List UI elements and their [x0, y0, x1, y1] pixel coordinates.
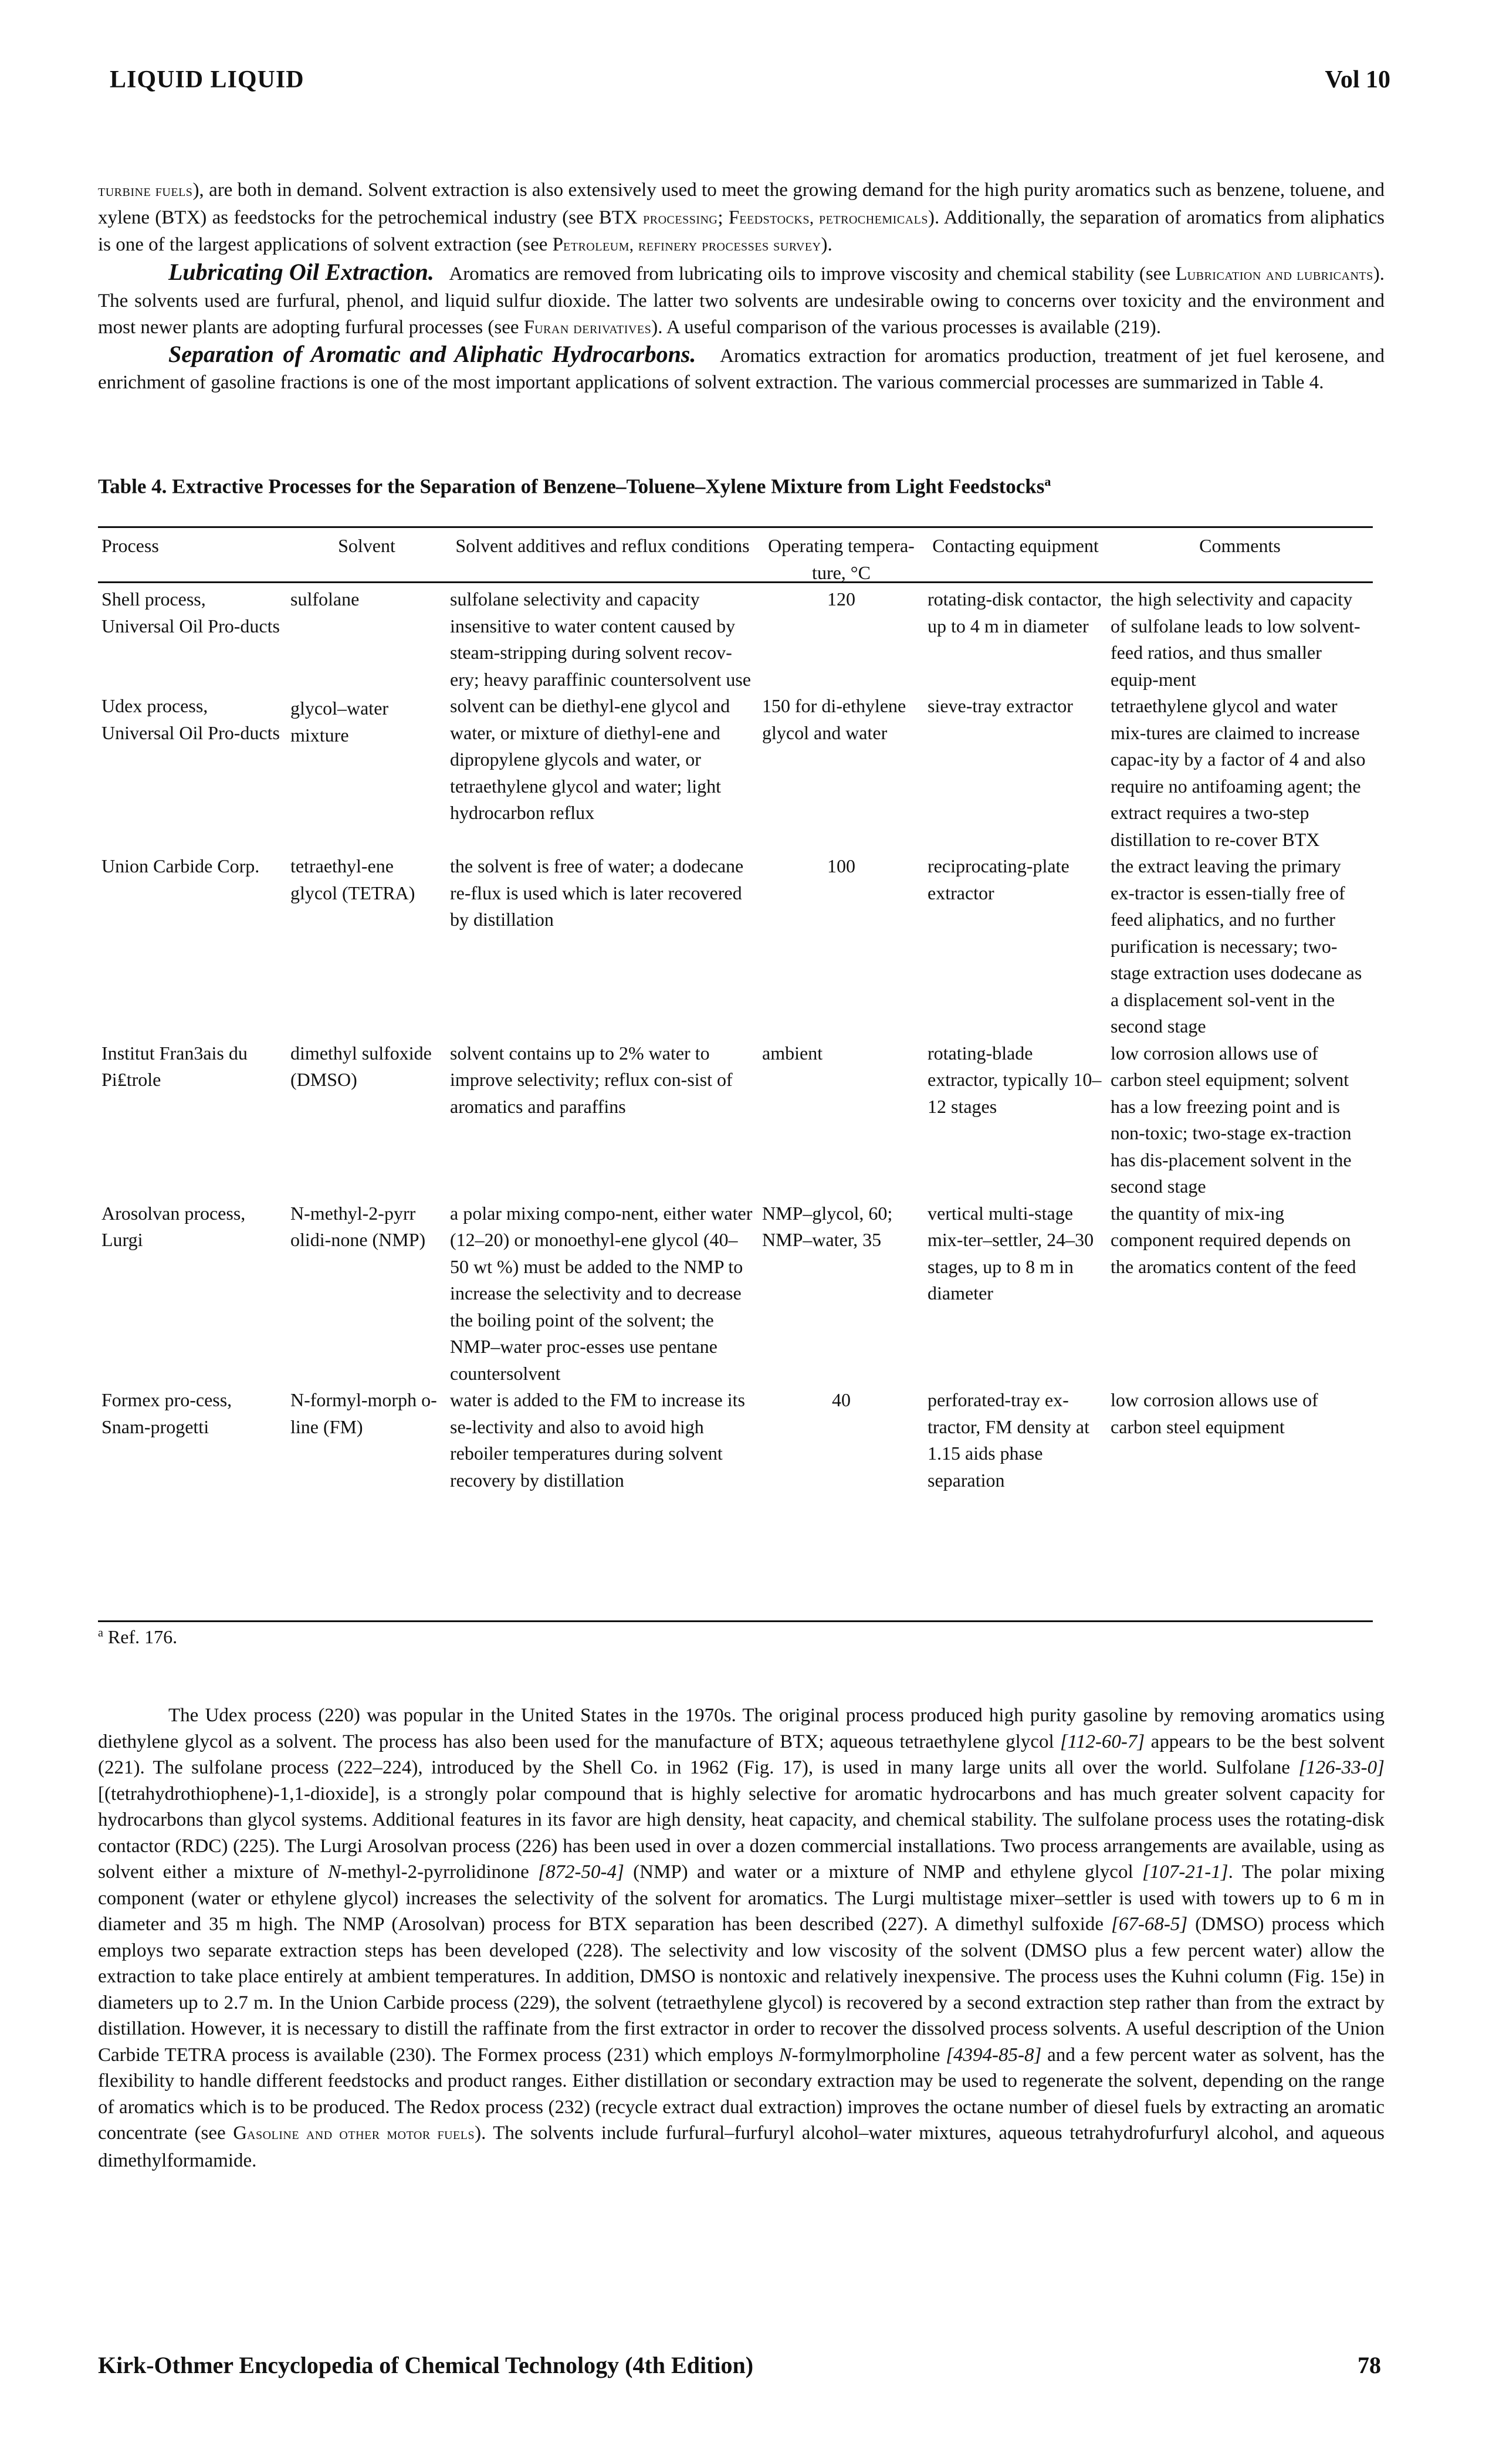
cas-registry-number: [126-33-0] [1298, 1757, 1385, 1778]
cell-temperature: 120 [827, 588, 855, 610]
table-row: Udex process, Universal Oil Pro-ducts gl… [98, 693, 1373, 853]
footnote-mark: a [98, 1626, 103, 1640]
column-header-solvent: Solvent [338, 535, 395, 556]
cell-comments: the quantity of mix-ing component requir… [1111, 1202, 1356, 1277]
paragraph-udex-process: The Udex process (220) was popular in th… [98, 1705, 1385, 2171]
column-header-comments: Comments [1199, 535, 1281, 556]
paragraph-lubricating-oil: Lubricating Oil Extraction. Aromatics ar… [98, 258, 1385, 338]
cross-reference[interactable]: eedstocks, petrochemicals [739, 209, 928, 228]
cas-registry-number: [107-21-1] [1142, 1861, 1228, 1883]
table-row: Arosolvan process, Lurgi N-methyl-2-pyrr… [98, 1200, 1373, 1387]
cell-process: Udex process, Universal Oil Pro-ducts [101, 695, 280, 743]
cell-process: Union Carbide Corp. [101, 855, 260, 876]
cell-additives: a polar mixing compo-nent, either water … [450, 1202, 753, 1384]
cell-solvent: glycol–water mixture [290, 698, 389, 746]
caption-footnote-mark: a [1044, 474, 1051, 489]
cell-additives: water is added to the FM to increase its… [450, 1389, 745, 1491]
column-header-equipment: Contacting equipment [932, 535, 1099, 556]
table-row: Formex pro-cess, Snam-progetti N-formyl-… [98, 1387, 1373, 1494]
cell-additives: solvent can be diethyl-ene glycol and wa… [450, 695, 730, 823]
table-row: Institut Fran3ais du Pi₤trole dimethyl s… [98, 1040, 1373, 1200]
cell-additives: the solvent is free of water; a dodecane… [450, 855, 744, 930]
running-header-volume: Vol 10 [1325, 66, 1390, 93]
cell-equipment: vertical multi-stage mix-ter–settler, 24… [928, 1202, 1094, 1304]
cell-comments: low corrosion allows use of carbon steel… [1111, 1042, 1352, 1197]
cell-temperature: NMP–glycol, 60; NMP–water, 35 [762, 1202, 893, 1251]
table-row: Shell process, Universal Oil Pro-ducts s… [98, 586, 1373, 693]
cell-comments: the high selectivity and capacity of sul… [1111, 588, 1360, 690]
cell-process: Formex pro-cess, Snam-progetti [101, 1389, 232, 1437]
cas-registry-number: [67-68-5] [1111, 1914, 1188, 1935]
cell-solvent: N-formyl-morph o-line (FM) [290, 1389, 437, 1437]
cell-temperature: 150 for di-ethylene glycol and water [762, 695, 906, 743]
cell-temperature: 100 [827, 855, 855, 876]
cell-solvent: N-methyl-2-pyrr olidi-none (NMP) [290, 1202, 426, 1251]
cas-registry-number: [4394-85-8] [946, 2044, 1042, 2066]
cell-equipment: rotating-blade extractor, typically 10–1… [928, 1042, 1102, 1117]
running-header-title: LIQUID LIQUID [110, 66, 304, 93]
cell-process: Institut Fran3ais du Pi₤trole [101, 1042, 248, 1091]
table-4: Process Solvent Solvent additives and re… [98, 533, 1373, 1494]
cell-equipment: rotating-disk contactor, up to 4 m in di… [928, 588, 1102, 637]
cell-solvent: sulfolane [290, 588, 360, 610]
cell-temperature: 40 [832, 1389, 851, 1410]
cell-process: Shell process, Universal Oil Pro-ducts [101, 588, 280, 637]
table-caption: Table 4. Extractive Processes for the Se… [98, 474, 1051, 498]
table-header-rule [98, 581, 1373, 583]
table-footnote: a Ref. 176. [98, 1626, 178, 1647]
cell-process: Arosolvan process, Lurgi [101, 1202, 246, 1251]
cross-reference[interactable]: etroleum, refinery processes survey [563, 236, 821, 255]
cross-reference[interactable]: processing [643, 209, 718, 228]
footer-source: Kirk-Othmer Encyclopedia of Chemical Tec… [98, 2352, 754, 2378]
cross-reference[interactable]: ubrication and lubricants [1187, 265, 1373, 284]
cell-solvent: tetraethyl-ene glycol (TETRA) [290, 855, 415, 903]
cross-reference[interactable]: uran derivatives [534, 319, 652, 337]
table-top-rule [98, 526, 1373, 528]
intro-text: turbine fuels), are both in demand. Solv… [98, 177, 1385, 395]
page-number: 78 [1358, 2352, 1381, 2378]
run-in-heading: Lubricating Oil Extraction. [168, 258, 434, 285]
paragraph-solvent-extraction: turbine fuels), are both in demand. Solv… [98, 180, 1385, 255]
run-in-heading: Separation of Aromatic and Aliphatic Hyd… [168, 341, 696, 367]
column-header-temperature: Operating tempera-ture, °C [768, 535, 915, 583]
column-header-additives: Solvent additives and reflux conditions [455, 535, 750, 556]
cell-additives: solvent contains up to 2% water to impro… [450, 1042, 733, 1117]
cross-reference[interactable]: asoline and other motor fuels [247, 2125, 475, 2143]
cell-equipment: perforated-tray ex-tractor, FM density a… [928, 1389, 1089, 1491]
cas-registry-number: [872-50-4] [538, 1861, 624, 1883]
cell-equipment: reciprocating-plate extractor [928, 855, 1069, 903]
cell-comments: the extract leaving the primary ex-tract… [1111, 855, 1362, 1037]
cell-solvent: dimethyl sulfoxide (DMSO) [290, 1042, 432, 1091]
cell-comments: low corrosion allows use of carbon steel… [1111, 1389, 1318, 1437]
cross-reference[interactable]: turbine fuels [98, 182, 193, 200]
cell-equipment: sieve-tray extractor [928, 695, 1073, 716]
table-bottom-rule [98, 1620, 1373, 1622]
cas-registry-number: [112-60-7] [1060, 1731, 1145, 1752]
column-header-process: Process [101, 535, 159, 556]
cell-comments: tetraethylene glycol and water mix-tures… [1111, 695, 1366, 850]
cell-additives: sulfolane selectivity and capacity insen… [450, 588, 751, 690]
paragraph-aromatic-separation: Separation of Aromatic and Aliphatic Hyd… [98, 341, 1385, 393]
cell-temperature: ambient [762, 1042, 823, 1064]
table-row: Union Carbide Corp. tetraethyl-ene glyco… [98, 853, 1373, 1040]
